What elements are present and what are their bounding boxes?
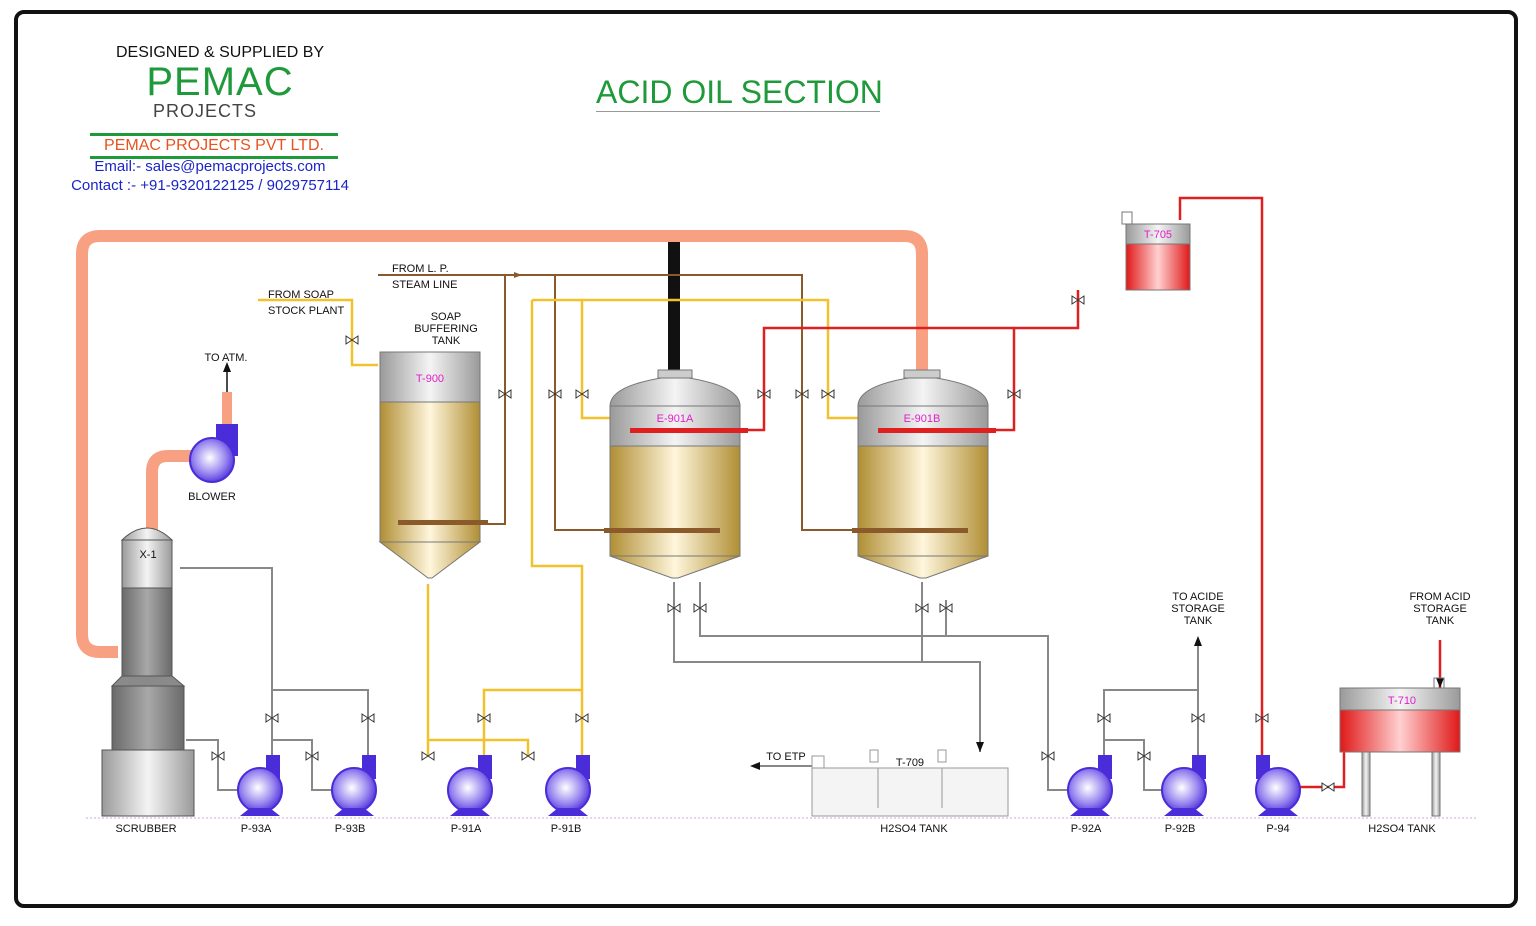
tank-t710 [1339, 677, 1461, 817]
pump-p91a [447, 755, 493, 816]
reactor-e901b [852, 369, 996, 579]
arrow-left-icon [750, 762, 760, 770]
diagram-frame [14, 10, 1518, 908]
pemac-logo: PEMAC [146, 60, 294, 104]
from-soap-line2: STOCK PLANT [268, 305, 344, 317]
designed-by-text: DESIGNED & SUPPLIED BY [115, 44, 325, 61]
tank-t709 [811, 749, 1009, 817]
p94-label: P-94 [1266, 823, 1289, 835]
soap-buffering-line3: TANK [432, 335, 461, 347]
t709-label: T-709 [896, 757, 924, 769]
p92a-label: P-92A [1071, 823, 1102, 835]
soap-buffering-line2: BUFFERING [414, 323, 478, 335]
vent-pipe [76, 230, 928, 658]
pump-p91b [545, 755, 591, 816]
tank-t705 [1121, 211, 1191, 291]
valves [211, 295, 1335, 792]
email-text: Email:- sales@pemacprojects.com [94, 158, 326, 175]
blower [189, 424, 238, 483]
e901b-label: E-901B [904, 413, 941, 425]
p91a-label: P-91A [451, 823, 482, 835]
from-lp-line1: FROM L. P. [392, 263, 449, 275]
to-acid-line1: TO ACIDE [1172, 591, 1223, 603]
arrow-down-icon [976, 742, 984, 752]
p92b-label: P-92B [1165, 823, 1196, 835]
arrow-up-icon [1194, 636, 1202, 646]
blower-label: BLOWER [188, 491, 236, 503]
vent-stack [668, 242, 680, 374]
reactor-e901a [604, 369, 748, 579]
pump-p93a [237, 755, 283, 816]
h2so4-tank-label: H2SO4 TANK [880, 823, 948, 835]
to-etp-label: TO ETP [766, 751, 806, 763]
arrow-right-icon [514, 272, 522, 278]
arrow-up-icon [223, 362, 231, 372]
from-lp-line2: STEAM LINE [392, 279, 457, 291]
p93a-label: P-93A [241, 823, 272, 835]
contact-text: Contact :- +91-9320122125 / 9029757114 [71, 177, 349, 194]
company-name: PEMAC PROJECTS PVT LTD. [90, 133, 338, 159]
pump-p92a [1067, 755, 1113, 816]
soap-lines [258, 298, 858, 755]
p93b-label: P-93B [335, 823, 366, 835]
process-lines [180, 567, 1199, 791]
scrubber-x1 [101, 527, 195, 817]
projects-logo: PROJECTS [152, 101, 257, 121]
x1-label: X-1 [139, 549, 156, 561]
to-atm-label: TO ATM. [205, 352, 248, 364]
to-acid-line3: TANK [1184, 615, 1213, 627]
p91b-label: P-91B [551, 823, 582, 835]
t705-label: T-705 [1144, 229, 1172, 241]
from-acid-line1: FROM ACID [1409, 591, 1470, 603]
from-acid-line3: TANK [1426, 615, 1455, 627]
t710-label: T-710 [1388, 695, 1416, 707]
from-soap-line1: FROM SOAP [268, 289, 334, 301]
scrubber-label: SCRUBBER [115, 823, 176, 835]
blower-duct [146, 450, 192, 530]
arrow-down-icon [1436, 678, 1444, 688]
t900-label: T-900 [416, 373, 444, 385]
e901a-label: E-901A [657, 413, 694, 425]
diagram-title: ACID OIL SECTION [596, 74, 883, 112]
from-acid-line2: STORAGE [1413, 603, 1467, 615]
pump-p93b [331, 755, 377, 816]
soap-buffering-line1: SOAP [431, 311, 462, 323]
pump-p94 [1255, 755, 1301, 816]
h2so4-tank2-label: H2SO4 TANK [1368, 823, 1436, 835]
tank-t900 [378, 351, 488, 579]
acid-lines [742, 196, 1442, 789]
steam-lines [378, 274, 856, 531]
pump-p92b [1161, 755, 1207, 816]
to-acid-line2: STORAGE [1171, 603, 1225, 615]
